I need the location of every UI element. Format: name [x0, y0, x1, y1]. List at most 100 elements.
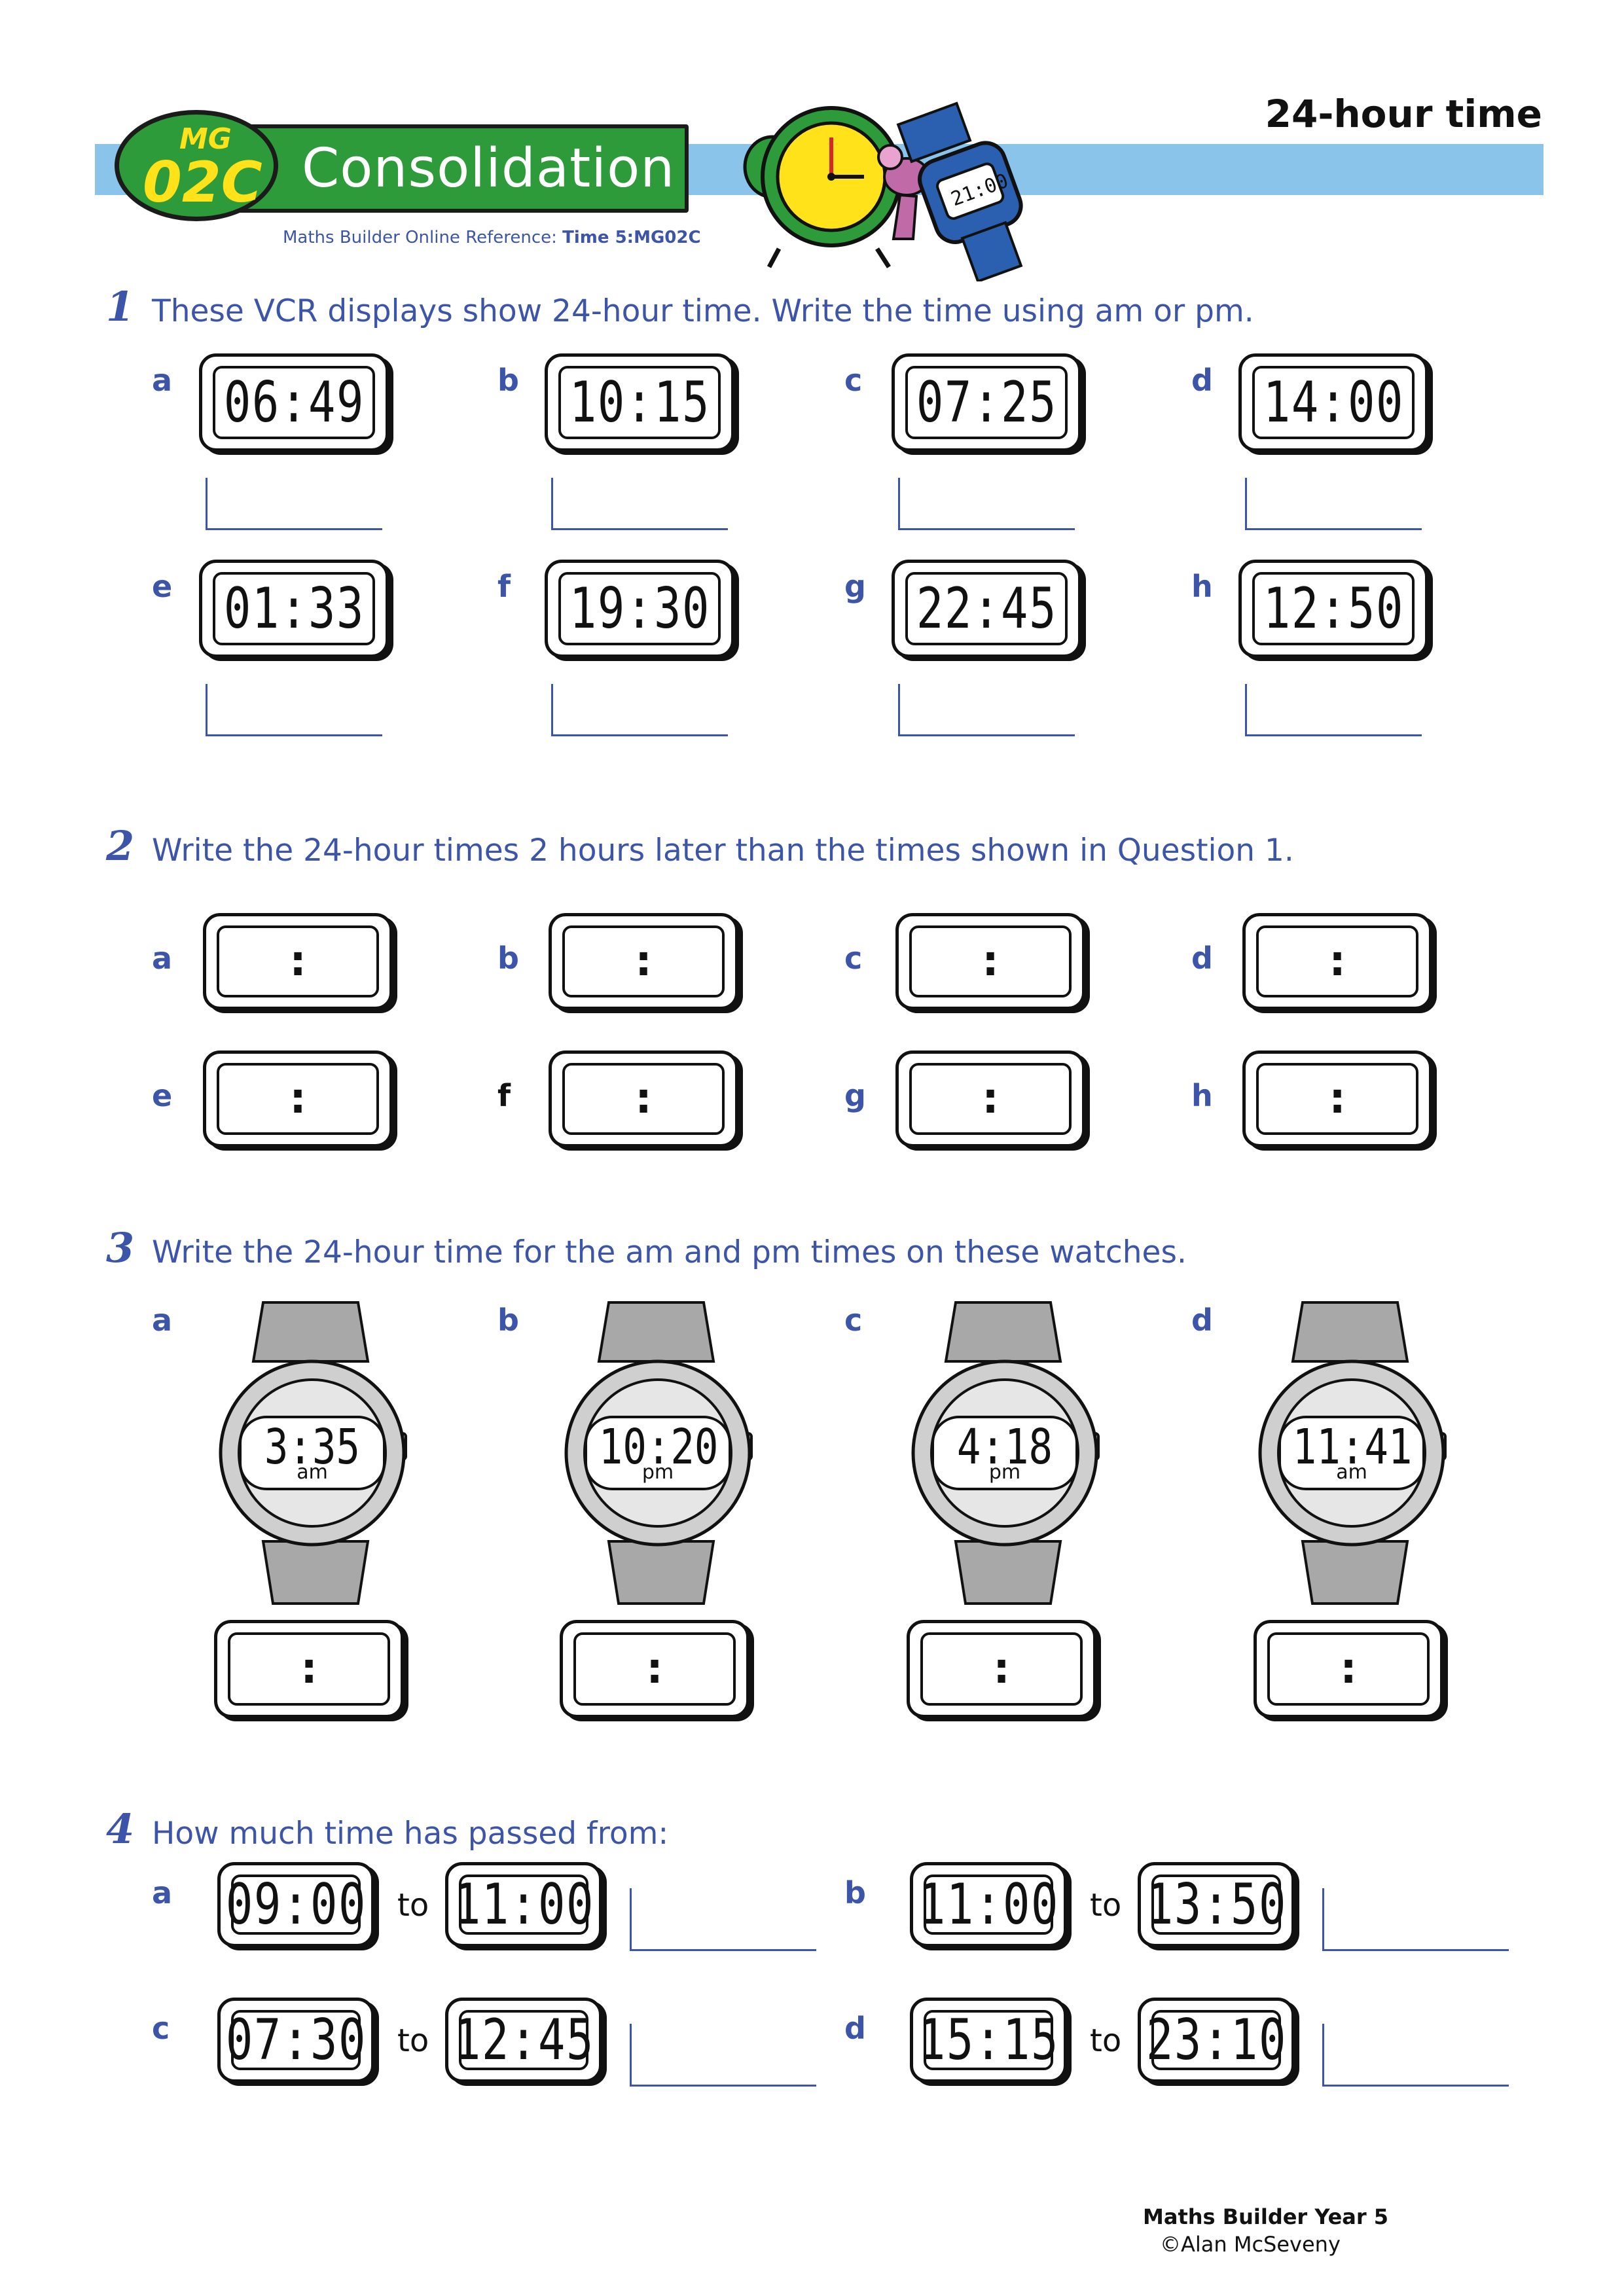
- q3-watch-c-time: 4:18: [956, 1419, 1053, 1475]
- q4-to-display-b-text: 13:50: [1146, 1872, 1287, 1937]
- q3-watch-c: [911, 1301, 1100, 1605]
- q3-number: 3: [106, 1224, 135, 1272]
- q4-to-display-a-screen: 11:00: [453, 1872, 593, 1937]
- q3-answer-display-c[interactable]: :: [907, 1620, 1096, 1718]
- q1-answer-h[interactable]: [1245, 684, 1422, 736]
- q4-answer-b[interactable]: [1322, 1888, 1509, 1951]
- q1-label-g: g: [844, 569, 866, 604]
- q4-to-display-b-screen: 13:50: [1146, 1872, 1286, 1937]
- q2-answer-display-e-screen: :: [217, 1063, 379, 1135]
- q2-answer-display-f-screen: :: [562, 1063, 725, 1135]
- q1-text: These VCR displays show 24-hour time. Wr…: [152, 293, 1254, 329]
- q1-display-c: 07:25: [892, 353, 1081, 452]
- q2-answer-display-h[interactable]: :: [1242, 1050, 1432, 1147]
- q1-display-d-screen: 14:00: [1252, 366, 1415, 439]
- q1-answer-b[interactable]: [551, 478, 728, 530]
- q1-number: 1: [106, 283, 135, 331]
- q1-display-b-screen: 10:15: [558, 366, 721, 439]
- q2-label-h: h: [1191, 1078, 1213, 1113]
- q3-watch-a-time: 3:35: [264, 1419, 361, 1475]
- q3-watch-a: [219, 1301, 407, 1605]
- q3-answer-display-a[interactable]: :: [214, 1620, 404, 1718]
- badge-code: 02C: [143, 150, 262, 215]
- q2-label-b: b: [497, 941, 519, 976]
- q2-number: 2: [106, 822, 135, 870]
- q2-answer-display-d-text: :: [1329, 937, 1346, 986]
- q4-answer-a[interactable]: [630, 1888, 816, 1951]
- q2-label-d: d: [1191, 941, 1213, 976]
- q1-answer-e[interactable]: [206, 684, 382, 736]
- q2-label-f: f: [497, 1078, 511, 1113]
- q4-from-display-d-screen: 15:15: [918, 2007, 1058, 2073]
- q3-answer-display-d-text: :: [1340, 1645, 1357, 1693]
- q2-answer-display-e[interactable]: :: [203, 1050, 393, 1147]
- q1-display-e: 01:33: [199, 560, 389, 658]
- q1-label-c: c: [844, 363, 863, 398]
- q4-from-display-c-text: 07:30: [225, 2007, 367, 2073]
- q1-label-d: d: [1191, 363, 1213, 398]
- q1-display-e-screen: 01:33: [213, 572, 375, 645]
- q1-display-d: 14:00: [1238, 353, 1428, 452]
- q1-display-c-text: 07:25: [916, 370, 1057, 435]
- q2-answer-display-b[interactable]: :: [549, 913, 738, 1010]
- q1-answer-g[interactable]: [898, 684, 1075, 736]
- topic-title: 24-hour time: [1265, 92, 1542, 136]
- q2-answer-display-c-screen: :: [909, 925, 1072, 997]
- q2-answer-display-f[interactable]: :: [549, 1050, 738, 1147]
- q3-answer-display-b-screen: :: [573, 1632, 736, 1706]
- q1-answer-f[interactable]: [551, 684, 728, 736]
- q4-from-display-c-screen: 07:30: [225, 2007, 365, 2073]
- q4-from-display-d: 15:15: [910, 1998, 1067, 2083]
- q4-to-display-c-screen: 12:45: [453, 2007, 593, 2073]
- q4-to-word-d: to: [1090, 2022, 1122, 2059]
- q2-label-e: e: [152, 1078, 173, 1113]
- q1-display-a-screen: 06:49: [213, 366, 375, 439]
- q4-to-word-a: to: [397, 1887, 429, 1924]
- q2-answer-display-g[interactable]: :: [895, 1050, 1085, 1147]
- lesson-badge: MG 02C: [115, 110, 278, 221]
- q3-label-d: d: [1191, 1302, 1213, 1338]
- q2-answer-display-a[interactable]: :: [203, 913, 393, 1010]
- q3-answer-display-b[interactable]: :: [560, 1620, 749, 1718]
- q1-answer-c[interactable]: [898, 478, 1075, 530]
- q4-from-display-a: 09:00: [217, 1862, 374, 1947]
- q4-from-display-b-text: 11:00: [918, 1872, 1059, 1937]
- q3-answer-display-d[interactable]: :: [1254, 1620, 1443, 1718]
- q4-label-a: a: [152, 1875, 173, 1910]
- q3-answer-display-a-text: :: [300, 1645, 317, 1693]
- q3-watch-d: [1258, 1301, 1447, 1605]
- q4-from-display-d-text: 15:15: [918, 2007, 1059, 2073]
- q1-answer-a[interactable]: [206, 478, 382, 530]
- q1-display-a-text: 06:49: [223, 370, 365, 435]
- q4-to-display-a: 11:00: [445, 1862, 602, 1947]
- q3-answer-display-d-screen: :: [1267, 1632, 1430, 1706]
- q3-watch-d-time: 11:41: [1292, 1419, 1413, 1475]
- q3-label-c: c: [844, 1302, 863, 1338]
- q4-label-d: d: [844, 2011, 866, 2046]
- q1-display-f-screen: 19:30: [558, 572, 721, 645]
- q4-from-display-b: 11:00: [910, 1862, 1067, 1947]
- q4-to-display-b: 13:50: [1138, 1862, 1295, 1947]
- q4-from-display-a-text: 09:00: [225, 1872, 367, 1937]
- q2-answer-display-d[interactable]: :: [1242, 913, 1432, 1010]
- q4-answer-d[interactable]: [1322, 2024, 1509, 2087]
- q2-label-g: g: [844, 1078, 866, 1113]
- q3-label-b: b: [497, 1302, 519, 1338]
- q4-to-display-a-text: 11:00: [453, 1872, 594, 1937]
- q2-text: Write the 24-hour times 2 hours later th…: [152, 833, 1294, 869]
- section-title: Consolidation: [302, 137, 676, 200]
- badge-small: MG: [179, 122, 232, 156]
- q2-answer-display-c[interactable]: :: [895, 913, 1085, 1010]
- q1-display-g-screen: 22:45: [905, 572, 1068, 645]
- q1-display-e-text: 01:33: [223, 576, 365, 641]
- q2-label-c: c: [844, 941, 863, 976]
- q4-text: How much time has passed from:: [152, 1816, 669, 1852]
- q3-answer-display-b-text: :: [646, 1645, 663, 1693]
- q2-answer-display-g-text: :: [982, 1075, 999, 1123]
- q4-answer-c[interactable]: [630, 2024, 816, 2087]
- q4-to-display-d-screen: 23:10: [1146, 2007, 1286, 2073]
- q3-text: Write the 24-hour time for the am and pm…: [152, 1234, 1187, 1270]
- q2-answer-display-h-text: :: [1329, 1075, 1346, 1123]
- q1-answer-d[interactable]: [1245, 478, 1422, 530]
- q4-to-word-b: to: [1090, 1887, 1122, 1924]
